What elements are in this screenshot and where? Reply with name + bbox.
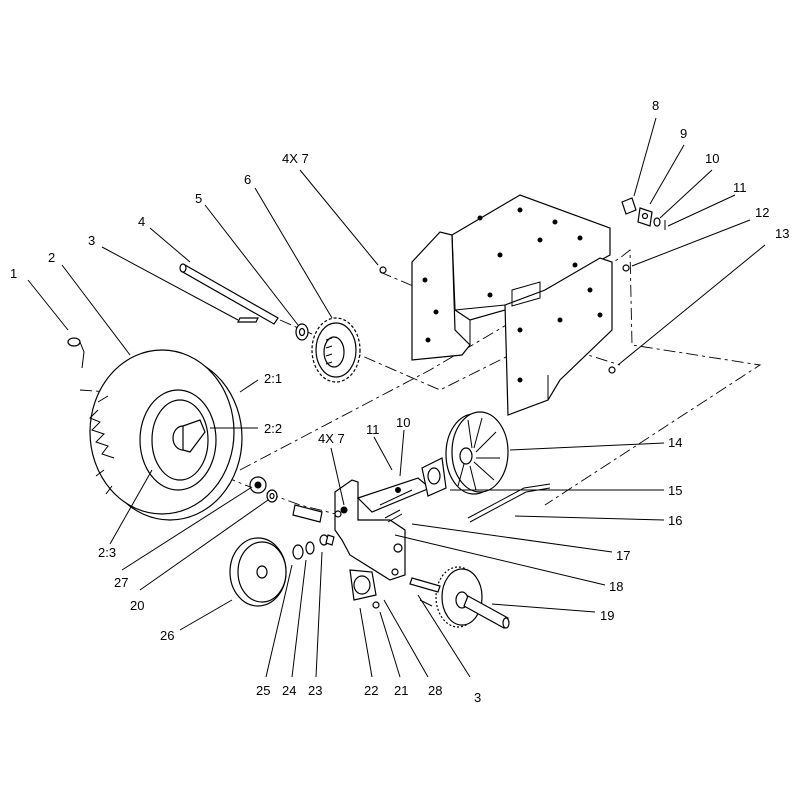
- washers-23-25: [292, 534, 335, 560]
- callout-16: 16: [668, 513, 682, 528]
- callout-11-mid: 11: [366, 422, 380, 437]
- pulley-26: [229, 537, 287, 607]
- callout-20: 20: [130, 598, 144, 613]
- leader-lines: [27, 117, 766, 678]
- shift-rod: [467, 483, 551, 523]
- callout-12: 12: [755, 205, 769, 220]
- drive-gear: [409, 566, 510, 629]
- callout-21: 21: [394, 683, 408, 698]
- callout-11-top: 11: [733, 180, 747, 195]
- shaft-short: [292, 504, 323, 523]
- callout-10-top: 10: [705, 151, 719, 166]
- callout-4x7-top: 4X 7: [282, 151, 309, 166]
- callout-8: 8: [652, 98, 659, 113]
- bracket-plate: [334, 477, 432, 581]
- callout-4: 4: [138, 214, 145, 229]
- callout-4x7-mid: 4X 7: [318, 431, 345, 446]
- callout-19: 19: [600, 608, 614, 623]
- callout-26: 26: [160, 628, 174, 643]
- sprocket: [311, 317, 361, 383]
- callout-15: 15: [668, 483, 682, 498]
- callout-6: 6: [244, 172, 251, 187]
- bearing-27: [249, 476, 267, 494]
- callout-5: 5: [195, 191, 202, 206]
- callout-2-1: 2:1: [264, 371, 282, 386]
- callout-18: 18: [609, 579, 623, 594]
- callout-2-3: 2:3: [98, 545, 116, 560]
- callout-2-2: 2:2: [264, 421, 282, 436]
- callout-27: 27: [114, 575, 128, 590]
- callout-10-mid: 10: [396, 415, 410, 430]
- callout-13: 13: [775, 226, 789, 241]
- callout-3: 3: [88, 233, 95, 248]
- callout-2: 2: [48, 250, 55, 265]
- pulley-hub: [395, 457, 447, 497]
- wheel-tire: [89, 349, 243, 521]
- callout-23: 23: [308, 683, 322, 698]
- drive-disk: [445, 411, 509, 495]
- callout-17: 17: [616, 548, 630, 563]
- callout-24: 24: [282, 683, 296, 698]
- gear-housing: [411, 194, 613, 416]
- axle-shaft: [179, 263, 279, 325]
- key-part: [237, 317, 259, 323]
- hairpin-clip: [67, 337, 85, 369]
- bolts: [334, 264, 630, 518]
- callout-22: 22: [364, 683, 378, 698]
- callout-25: 25: [256, 683, 270, 698]
- callout-3-bottom: 3: [474, 690, 481, 705]
- callout-14: 14: [668, 435, 682, 450]
- callout-labels: 1 2 3 4 5 6 4X 7 8 9 10 11 12 13 2:1 2:2…: [10, 98, 789, 705]
- callout-9: 9: [680, 126, 687, 141]
- pivot-hardware: [621, 197, 666, 230]
- washer-5: [295, 323, 309, 341]
- callout-28: 28: [428, 683, 442, 698]
- callout-1: 1: [10, 266, 17, 281]
- bearing-flange: [349, 569, 380, 609]
- washer-20: [266, 489, 278, 503]
- housing-holes: [422, 207, 603, 383]
